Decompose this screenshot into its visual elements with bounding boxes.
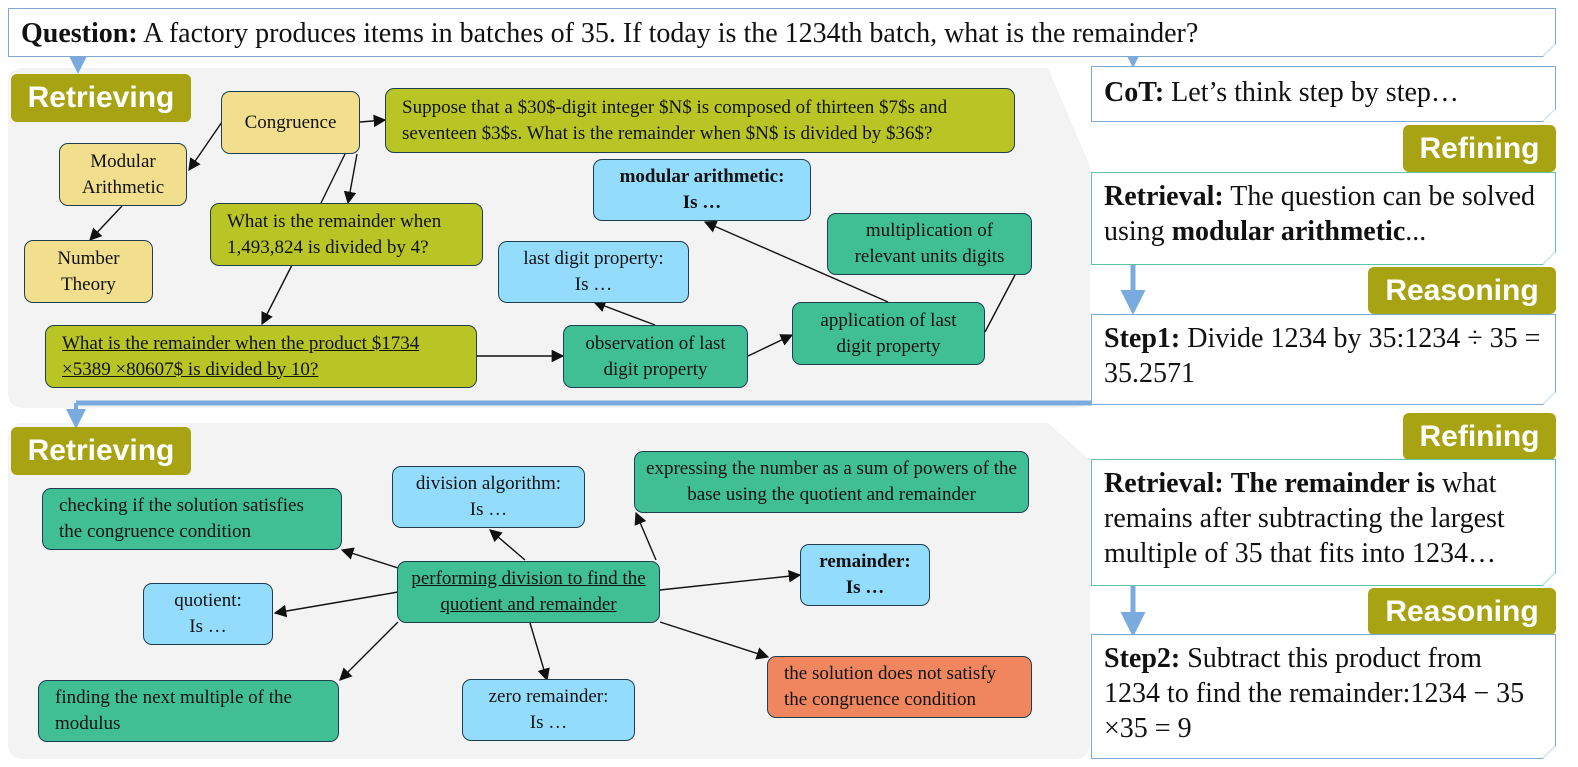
node-observation-last-digit: observation of last digit property xyxy=(563,325,748,388)
node-modular-arithmetic-is: modular arithmetic: Is … xyxy=(593,159,811,221)
zero-remainder-title: zero remainder: xyxy=(488,686,609,708)
node-suppose-problem: Suppose that a $30$-digit integer $N$ is… xyxy=(385,88,1015,153)
node-what-remainder: What is the remainder when 1,493,824 is … xyxy=(210,203,483,266)
node-finding-next-multiple: finding the next multiple of the modulus xyxy=(38,680,339,742)
step1-label: Step1: xyxy=(1104,323,1181,354)
retrieving-tag-2: Retrieving xyxy=(11,427,191,475)
step1-text: Divide 1234 by 35:1234 ÷ 35 = 35.2571 xyxy=(1104,323,1541,389)
retrieval-box-2: Retrieval: The remainder is what remains… xyxy=(1091,459,1556,586)
step2-box: Step2: Subtract this product from 1234 t… xyxy=(1091,634,1556,759)
node-remainder-is: remainder: Is … xyxy=(800,544,930,606)
retrieving-tag-1: Retrieving xyxy=(11,74,191,122)
remainder-sub: Is … xyxy=(845,577,885,598)
question-box: Question: A factory produces items in ba… xyxy=(8,8,1556,57)
cot-box: CoT: Let’s think step by step… xyxy=(1091,66,1556,122)
cot-text: Let’s think step by step… xyxy=(1171,77,1459,108)
node-expressing-number: expressing the number as a sum of powers… xyxy=(634,451,1029,513)
refining-tag-2: Refining xyxy=(1403,413,1556,460)
division-algorithm-sub: Is … xyxy=(469,499,508,520)
node-congruence: Congruence xyxy=(221,91,360,154)
cot-label: CoT: xyxy=(1104,77,1165,108)
retrieval2-text: what remains after subtracting the large… xyxy=(1104,468,1505,569)
node-zero-remainder: zero remainder: Is … xyxy=(462,679,635,741)
reasoning-tag-1: Reasoning xyxy=(1368,267,1556,314)
node-division-algorithm: division algorithm: Is … xyxy=(392,466,585,528)
node-number-theory: Number Theory xyxy=(24,240,153,303)
modular-arithmetic-sub: Is … xyxy=(682,192,722,213)
retrieval2-label: Retrieval: xyxy=(1104,468,1224,499)
retrieval-box-1: Retrieval: The question can be solved us… xyxy=(1091,172,1556,265)
last-digit-title: last digit property: xyxy=(523,248,664,270)
reasoning-tag-2: Reasoning xyxy=(1368,588,1556,635)
node-application-last-digit: application of last digit property xyxy=(792,302,985,365)
node-last-digit-property: last digit property: Is … xyxy=(498,241,689,303)
node-checking-solution: checking if the solution satisfies the c… xyxy=(42,488,342,550)
zero-remainder-sub: Is … xyxy=(529,712,568,733)
last-digit-sub: Is … xyxy=(574,274,613,295)
retrieval1-label: Retrieval: xyxy=(1104,181,1224,212)
retrieval1-text2: ... xyxy=(1405,216,1427,247)
node-quotient-is: quotient: Is … xyxy=(143,583,273,645)
modular-arithmetic-title: modular arithmetic: xyxy=(619,166,785,188)
step2-text: Subtract this product from 1234 to find … xyxy=(1104,643,1525,744)
node-multiplication-units: multiplication of relevant units digits xyxy=(827,213,1032,275)
quotient-sub: Is … xyxy=(189,616,227,637)
question-label: Question: xyxy=(21,18,138,49)
retrieval2-bold: The remainder is xyxy=(1230,468,1436,499)
division-algorithm-title: division algorithm: xyxy=(415,473,562,495)
retrieval1-bold: modular arithmetic xyxy=(1171,216,1406,247)
step1-box: Step1: Divide 1234 by 35:1234 ÷ 35 = 35.… xyxy=(1091,314,1556,405)
refining-tag-1: Refining xyxy=(1403,125,1556,172)
node-performing-division: performing division to find the quotient… xyxy=(397,561,660,623)
node-modular-arithmetic: Modular Arithmetic xyxy=(59,143,187,206)
question-text: A factory produces items in batches of 3… xyxy=(143,18,1199,49)
step2-label: Step2: xyxy=(1104,643,1181,674)
retrieval1-text1: The question can be solved using xyxy=(1104,181,1536,247)
remainder-title: remainder: xyxy=(819,551,911,573)
node-product-problem: What is the remainder when the product $… xyxy=(45,325,477,388)
quotient-title: quotient: xyxy=(174,590,242,612)
node-not-satisfy: the solution does not satisfy the congru… xyxy=(767,656,1032,718)
